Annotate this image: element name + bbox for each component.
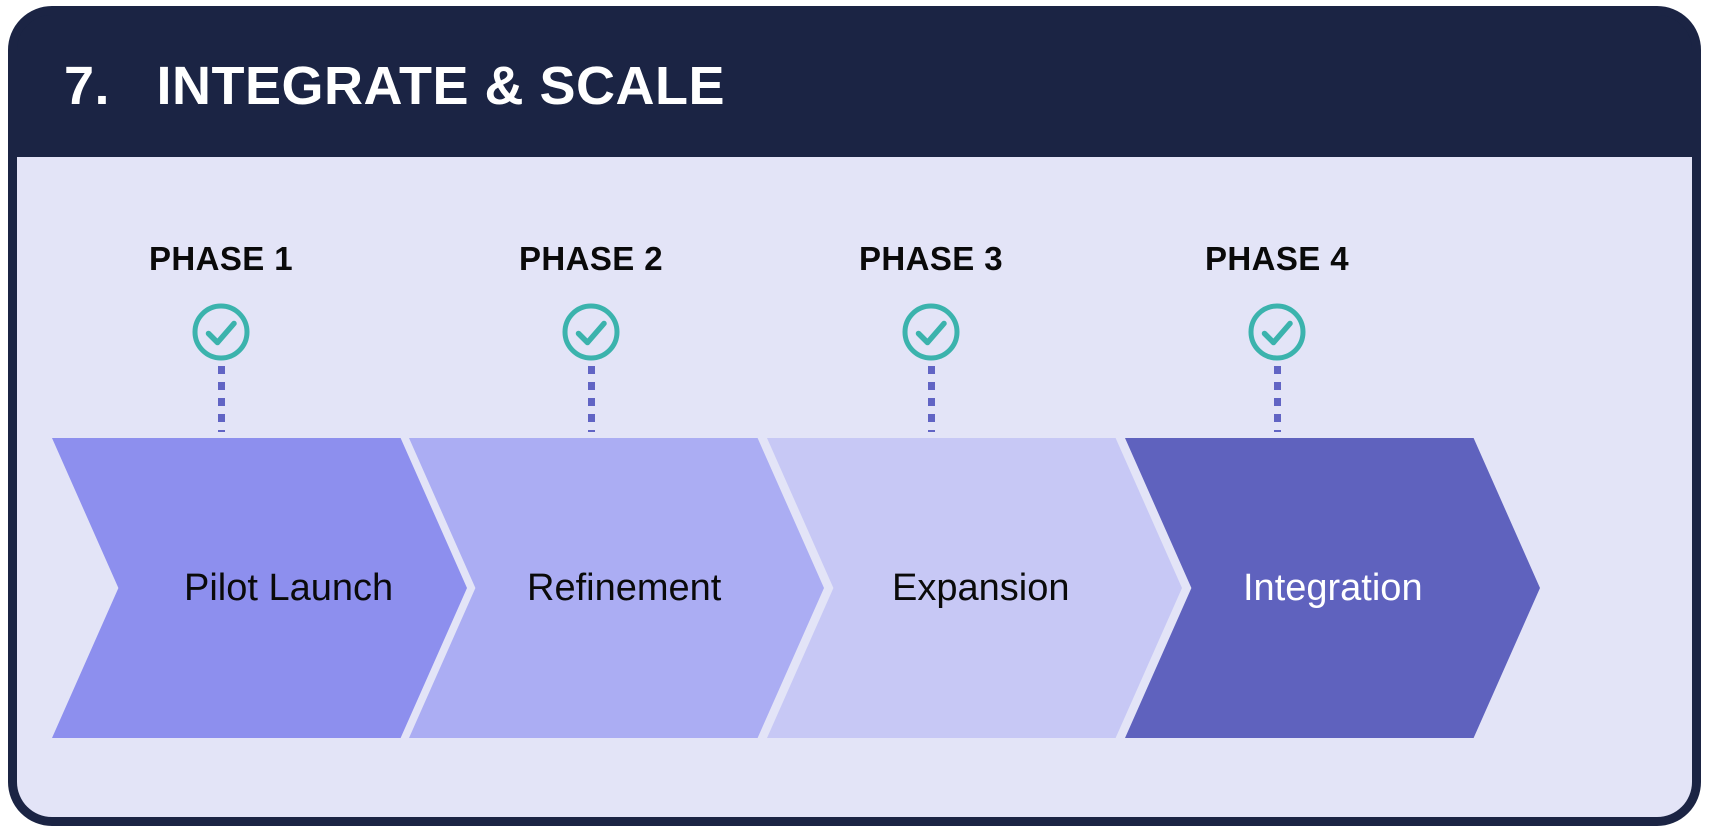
phase-column-2: PHASE 2 — [461, 157, 721, 432]
phase-column-3: PHASE 3 — [801, 157, 1061, 432]
phase-step-label-2: Refinement — [527, 567, 722, 609]
slide-header: 7. INTEGRATE & SCALE — [17, 15, 1692, 157]
phase-chevron-1[interactable]: Pilot Launch — [52, 438, 467, 738]
phase-label-1: PHASE 1 — [148, 240, 294, 277]
check-circle-icon[interactable] — [190, 301, 252, 363]
connector-line-3 — [927, 366, 935, 432]
check-circle-icon[interactable] — [1246, 301, 1308, 363]
chevron-band: Pilot Launch Refinement Expansion Integr… — [17, 438, 1692, 738]
slide-card: 7. INTEGRATE & SCALE PHASE 1 PHASE 2 PHA… — [8, 6, 1701, 826]
phase-label-3: PHASE 3 — [858, 240, 1004, 277]
connector-line-4 — [1273, 366, 1281, 432]
phase-step-label-4: Integration — [1243, 567, 1423, 609]
phase-step-label-1: Pilot Launch — [184, 567, 394, 609]
phase-chevron-2[interactable]: Refinement — [409, 438, 824, 738]
connector-line-1 — [217, 366, 225, 432]
phase-chevron-3[interactable]: Expansion — [767, 438, 1182, 738]
phase-label-4: PHASE 4 — [1204, 240, 1350, 277]
phase-column-4: PHASE 4 — [1147, 157, 1407, 432]
phases-panel: PHASE 1 PHASE 2 PHASE 3 PHASE 4 — [17, 157, 1692, 817]
page-title: 7. INTEGRATE & SCALE — [64, 56, 726, 116]
phase-chevron-4[interactable]: Integration — [1125, 438, 1540, 738]
check-circle-icon[interactable] — [560, 301, 622, 363]
phase-label-2: PHASE 2 — [518, 240, 664, 277]
check-circle-icon[interactable] — [900, 301, 962, 363]
phase-column-1: PHASE 1 — [91, 157, 351, 432]
phase-step-label-3: Expansion — [892, 567, 1070, 609]
connector-line-2 — [587, 366, 595, 432]
